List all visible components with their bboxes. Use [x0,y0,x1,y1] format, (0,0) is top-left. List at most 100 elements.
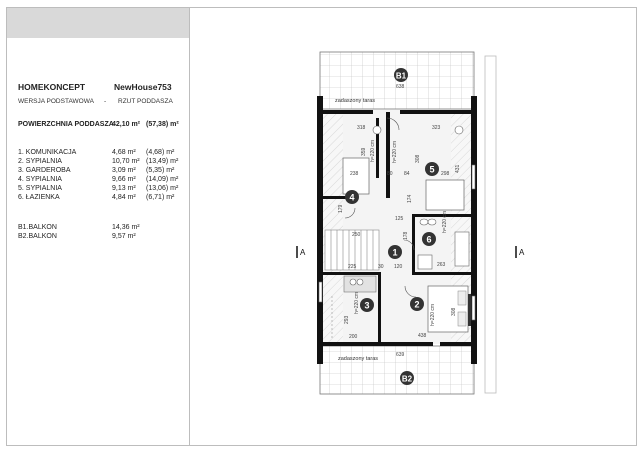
room-number-badge: 1 [388,245,402,259]
dim-label: 263 [437,262,446,268]
room-number-badge: 6 [422,232,436,246]
room-name: 4. SYPIALNIA [18,176,62,183]
room-gross: (13,06) m² [146,185,179,192]
dim-label: 225 [348,264,357,270]
balcony-badge: B1 [394,68,408,82]
dim-label: 120 [394,264,403,270]
wall-garderoba-right [378,275,381,342]
header-band [7,8,189,38]
side-strip [484,55,497,394]
room-number: 4 [349,193,354,203]
bathroom-fixtures [349,125,470,286]
outer-wall-right [471,96,477,364]
bed [425,179,465,211]
room-gross: (4,68) m² [146,149,175,156]
dim-label: 179 [338,204,344,213]
staircase [324,229,380,271]
wall-bottom-right [440,342,471,346]
section-marker-left: A [296,246,306,258]
balcony-name: B1.BALKON [18,224,57,231]
balcony-label: B1 [396,72,407,81]
dim-label: 318 [357,125,366,131]
section-label: A [519,248,525,257]
balcony-label: B2 [402,375,413,384]
room-number: 2 [414,300,419,310]
wall-bottom [323,342,433,346]
room-gross: (6,71) m² [146,194,175,201]
area-value: 42,10 m² [112,121,141,128]
room-area: 3,09 m² [112,167,136,174]
room-number: 6 [426,235,431,245]
subtitle-sep: - [104,98,107,105]
dim-label: 250 [352,232,361,238]
dim-label: 308 [451,307,457,316]
room-gross: (13,49) m² [146,158,179,165]
dim-label: 80 [387,171,393,177]
room-number-badge: 2 [410,297,424,311]
room-gross: (14,09) m² [146,176,179,183]
room-area: 9,66 m² [112,176,136,183]
room-area: 9,13 m² [112,185,136,192]
area-label: POWIERZCHNIA PODDASZA [18,121,114,128]
section-marker-right: A [515,246,525,258]
room-area: 4,68 m² [112,149,136,156]
dim-label: h=220 cm [370,140,376,162]
dim-label: 174 [407,194,413,203]
dim-label: 323 [432,125,441,131]
room-name: 1. KOMUNIKACJA [18,149,77,156]
wall-room4-bottom [323,196,353,199]
dim-label: h=220 cm [442,211,448,233]
terrace-label: zadaszony taras [338,356,378,362]
room-name: 5. SYPIALNIA [18,185,62,192]
room-number-badge: 4 [345,190,359,204]
model-name: NewHouse753 [114,82,172,92]
dim-label: 431 [455,164,461,173]
wall-wardrobe [376,118,379,178]
dim-label: 359 [361,147,367,156]
room-name: 2. SYPIALNIA [18,158,62,165]
dim-label: 178 [403,231,409,240]
balcony-area: 9,57 m² [112,233,136,240]
balcony-area: 14,36 m² [112,224,140,231]
brand-name: HOMEKONCEPT [18,82,86,92]
dim-label: 125 [395,216,404,222]
low-ceiling-zone-left [323,112,343,342]
dim-label: h=220 cm [392,141,398,163]
wall-room5-bottom [412,214,471,217]
room-name: 3. GARDEROBA [18,167,71,174]
dim-label: 238 [350,171,359,177]
wall-top-right [400,110,471,114]
dim-label: h=220 cm [430,304,436,326]
wall-top-left [323,110,373,114]
section-label: A [300,248,306,257]
room-number: 3 [364,301,369,311]
wall-center-top [386,112,390,198]
dim-label: 438 [418,333,427,339]
version-label: WERSJA PODSTAWOWA [18,98,94,105]
dim-label: 298 [441,171,450,177]
dim-label: 84 [404,171,410,177]
dim-label: 308 [415,154,421,163]
dim-label: h=220 cm [354,292,360,314]
room-area: 4,84 m² [112,194,136,201]
dim-label: 639 [396,352,405,358]
room-number-badge: 3 [360,298,374,312]
roof-window [318,164,476,321]
room-number-badge: 5 [425,162,439,176]
room-number: 5 [429,165,434,175]
floor-label: RZUT PODDASZA [118,98,173,105]
terrace-label: zadaszony taras [335,98,375,104]
dimension-labels: 638 318 323 359 238 80 84 308 298 431 17… [338,84,461,358]
outer-wall-left [317,96,323,364]
dim-label: 200 [349,334,358,340]
room-gross: (5,35) m² [146,167,175,174]
room-name: 6. ŁAZIENKA [18,194,60,201]
title-row: HOMEKONCEPT NewHouse753 [18,83,186,93]
wall-bath-bottom [415,272,471,275]
dim-label: 293 [344,315,350,324]
area-gross: (57,38) m² [146,121,179,128]
dim-label: 30 [378,264,384,270]
wall-stair-bottom [323,272,381,275]
panel-divider [189,7,190,446]
